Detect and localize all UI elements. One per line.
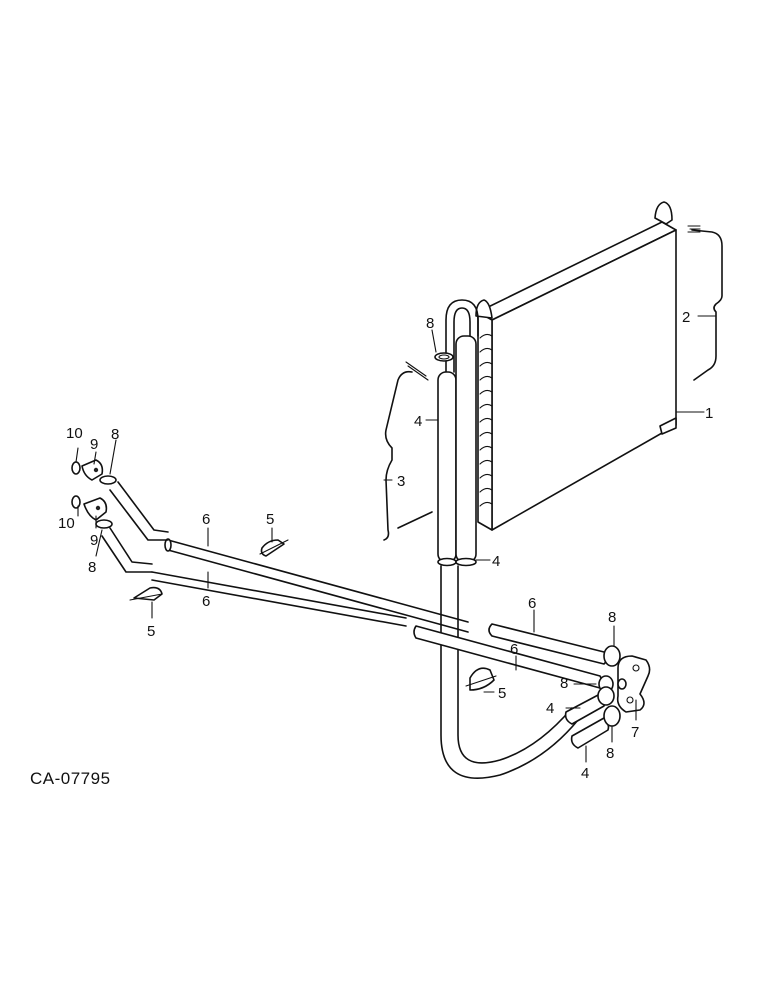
mounting-clamp-upper [259, 539, 289, 557]
callout-9-lower: 9 [90, 532, 98, 549]
callout-4-upper: 4 [414, 413, 422, 430]
mounting-clamp-right [465, 667, 497, 691]
callout-8-top: 8 [426, 315, 434, 332]
mounting-clamp-left [129, 586, 163, 601]
callout-9-upper: 9 [90, 436, 98, 453]
callout-10-lower: 10 [58, 515, 75, 532]
callouts: 1 2 3 4 4 4 4 5 5 5 6 6 6 6 7 8 8 8 8 8 … [58, 309, 713, 782]
callout-6-right: 6 [528, 595, 536, 612]
support-rod-left [383, 361, 433, 541]
callout-4-lower: 4 [581, 765, 589, 782]
callout-2: 2 [682, 309, 690, 326]
callout-5-upper: 5 [266, 511, 274, 528]
callout-7: 7 [631, 724, 639, 741]
elbow-fitting-upper [71, 459, 117, 485]
leader-lines [75, 315, 717, 763]
cooler-fins [479, 333, 493, 507]
drawing-number: CA-07795 [30, 769, 111, 788]
oil-lines [101, 481, 608, 689]
elbow-fitting-lower [71, 495, 113, 529]
callout-6-upper: 6 [202, 511, 210, 528]
callout-6-mid: 6 [510, 641, 518, 658]
connector-block [616, 655, 651, 713]
callout-5-left: 5 [147, 623, 155, 640]
callout-10-upper: 10 [66, 425, 83, 442]
callout-1: 1 [705, 405, 713, 422]
callout-3: 3 [397, 473, 405, 490]
oil-tube-assembly [437, 299, 610, 779]
callout-8-right-bot: 8 [606, 745, 614, 762]
support-rod-right [687, 225, 723, 381]
callout-5-right: 5 [498, 685, 506, 702]
callout-8-left-top: 8 [111, 426, 119, 443]
oil-cooler-core [475, 201, 677, 531]
callout-8-left-bot: 8 [88, 559, 96, 576]
callout-6-lower: 6 [202, 593, 210, 610]
hose-clamps-right [597, 645, 627, 727]
callout-4-fitting: 4 [546, 700, 554, 717]
callout-8-right-mid: 8 [560, 675, 568, 692]
callout-4-mid: 4 [492, 553, 500, 570]
clamp-ring-top [434, 352, 454, 362]
callout-8-right-top: 8 [608, 609, 616, 626]
